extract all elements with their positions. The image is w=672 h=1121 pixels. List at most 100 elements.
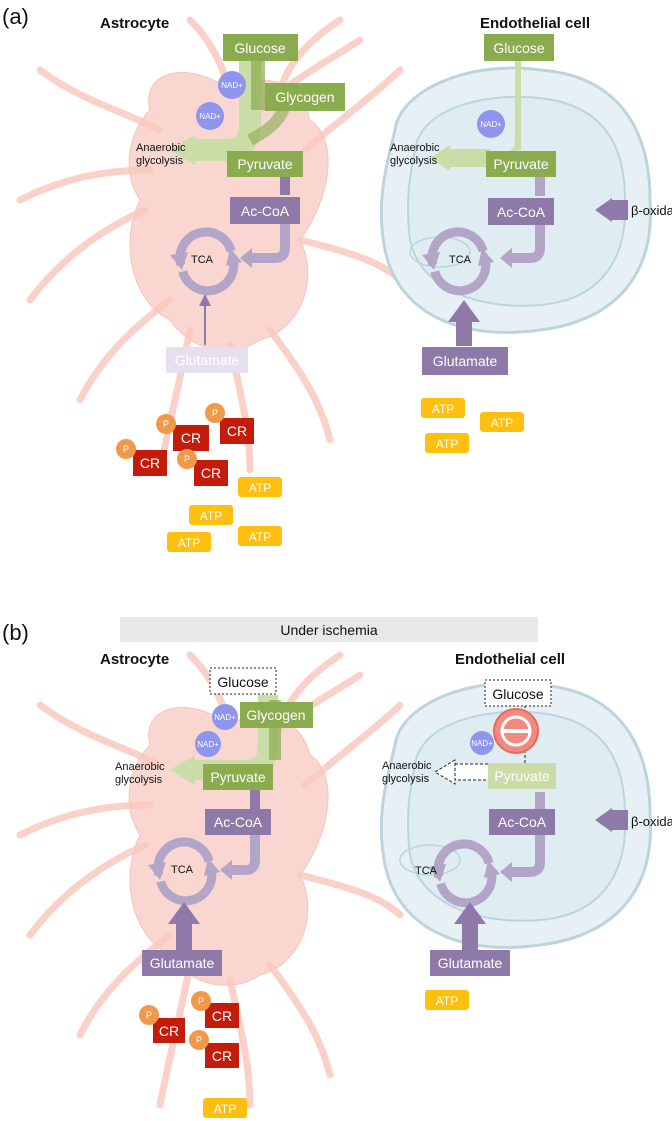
pyruvate-box-a-astrocyte: Pyruvate [227, 151, 303, 177]
svg-text:CR: CR [212, 1048, 232, 1064]
svg-text:Pyruvate: Pyruvate [210, 769, 265, 785]
svg-text:Glucose: Glucose [492, 686, 544, 702]
atp-token: ATP [203, 1098, 247, 1118]
svg-text:Pyruvate: Pyruvate [494, 768, 549, 784]
tca-cycle-a-endothelial [422, 227, 494, 296]
svg-text:Ac-CoA: Ac-CoA [498, 814, 547, 830]
creatine-cluster-b: CR P CR P CR P [139, 991, 239, 1068]
endothelial-a-title: Endothelial cell [480, 15, 590, 32]
svg-text:CR: CR [212, 1008, 232, 1024]
atp-token: ATP [189, 505, 233, 525]
svg-text:ATP: ATP [178, 536, 200, 550]
glucose-box-b-astrocyte: Glucose [209, 667, 277, 695]
pyruvate-box-b-astrocyte: Pyruvate [203, 764, 273, 790]
atp-token: ATP [425, 433, 469, 453]
phospho-creatine: CR P [177, 449, 228, 486]
astrocyte-b-acoa-path [220, 790, 260, 880]
nad-molecule: NAD+ [212, 704, 238, 730]
svg-text:NAD+: NAD+ [197, 740, 219, 749]
svg-text:ATP: ATP [436, 437, 458, 451]
anaerobic-label-b-endothelial-1: Anaerobic [382, 760, 432, 772]
tca-label-a-endothelial: TCA [449, 254, 472, 266]
endothelial-a-acoa-path [500, 176, 628, 268]
svg-text:Glucose: Glucose [217, 674, 269, 690]
atp-token: ATP [480, 412, 524, 432]
glutamate-arrow-a-endothelial [448, 300, 480, 346]
blocked-glucose-icon [493, 708, 539, 754]
svg-text:ATP: ATP [491, 416, 513, 430]
phospho-creatine: CR P [139, 1005, 185, 1043]
svg-text:CR: CR [140, 455, 160, 471]
pyruvate-box-a-endothelial: Pyruvate [486, 151, 556, 177]
glutamate-arrow-b-astrocyte [168, 902, 200, 950]
phospho-creatine: CR P [205, 403, 254, 444]
anaerobic-label-a-endothelial-1: Anaerobic [390, 142, 440, 154]
glucose-box-a-endothelial: Glucose [484, 34, 554, 61]
atp-cluster-a-astrocyte: ATP ATP ATP ATP [167, 477, 282, 552]
anaerobic-label-b-endothelial-2: glycolysis [382, 773, 430, 785]
phospho-creatine: CR P [116, 439, 167, 476]
svg-text:Glycogen: Glycogen [275, 89, 334, 105]
astrocyte-b-title: Astrocyte [100, 651, 169, 668]
acoa-box-a-astrocyte: Ac-CoA [230, 197, 300, 224]
nad-molecule: NAD+ [470, 731, 494, 755]
svg-text:Pyruvate: Pyruvate [237, 156, 292, 172]
svg-text:Under ischemia: Under ischemia [280, 622, 377, 638]
svg-text:Glycogen: Glycogen [246, 707, 305, 723]
atp-token: ATP [425, 990, 469, 1010]
panel-b-label: (b) [2, 620, 29, 645]
svg-text:Ac-CoA: Ac-CoA [241, 203, 290, 219]
svg-text:CR: CR [227, 423, 247, 439]
svg-text:P: P [123, 444, 129, 454]
atp-token: ATP [238, 477, 282, 497]
ischemia-banner: Under ischemia [120, 617, 538, 642]
pyruvate-box-b-endothelial: Pyruvate [488, 763, 556, 789]
svg-text:ATP: ATP [436, 994, 458, 1008]
arrow-head [170, 135, 195, 165]
anaerobic-label-b-astrocyte-2: glycolysis [115, 774, 163, 786]
svg-text:ATP: ATP [432, 402, 454, 416]
phospho-creatine: CR P [189, 1030, 239, 1068]
anaerobic-label-b-astrocyte-1: Anaerobic [115, 761, 165, 773]
anaerobic-label-a-endothelial-2: glycolysis [390, 155, 438, 167]
svg-text:Glutamate: Glutamate [175, 352, 240, 368]
acoa-box-b-astrocyte: Ac-CoA [205, 809, 271, 835]
nad-molecule: NAD+ [218, 71, 246, 99]
svg-text:Glucose: Glucose [493, 40, 545, 56]
nad-molecule: NAD+ [196, 102, 224, 130]
svg-text:Pyruvate: Pyruvate [493, 156, 548, 172]
glutamate-arrow-b-endothelial [454, 902, 486, 950]
svg-text:P: P [212, 408, 218, 418]
tca-label-b-astrocyte: TCA [171, 864, 194, 876]
svg-text:NAD+: NAD+ [214, 713, 236, 722]
tca-label-a-astrocyte: TCA [191, 254, 214, 266]
svg-text:NAD+: NAD+ [480, 120, 502, 129]
atp-token: ATP [238, 526, 282, 546]
svg-text:NAD+: NAD+ [221, 81, 243, 90]
svg-text:ATP: ATP [249, 530, 271, 544]
svg-text:CR: CR [181, 430, 201, 446]
tca-cycle-a-astrocyte [170, 227, 242, 296]
svg-text:P: P [163, 419, 169, 429]
acoa-box-b-endothelial: Ac-CoA [489, 809, 555, 835]
svg-text:Ac-CoA: Ac-CoA [497, 204, 546, 220]
svg-text:P: P [198, 996, 204, 1006]
svg-text:ATP: ATP [214, 1102, 236, 1116]
glutamate-box-a-endothelial: Glutamate [422, 347, 508, 375]
svg-text:P: P [196, 1035, 202, 1045]
svg-text:NAD+: NAD+ [199, 112, 221, 121]
acoa-box-a-endothelial: Ac-CoA [488, 198, 554, 225]
glutamate-box-b-endothelial: Glutamate [430, 950, 510, 976]
nad-molecule: NAD+ [477, 110, 505, 138]
atp-token: ATP [421, 398, 465, 418]
glutamate-box-a-astrocyte: Glutamate [166, 347, 248, 373]
svg-text:P: P [184, 454, 190, 464]
atp-token: ATP [167, 532, 211, 552]
panel-a-label: (a) [2, 4, 29, 29]
boxidation-label-a: β-oxidation [631, 203, 672, 218]
svg-text:Glucose: Glucose [234, 40, 286, 56]
glutamate-box-b-astrocyte: Glutamate [142, 950, 222, 976]
svg-text:Ac-CoA: Ac-CoA [214, 814, 263, 830]
glucose-box-a-astrocyte: Glucose [223, 34, 298, 61]
